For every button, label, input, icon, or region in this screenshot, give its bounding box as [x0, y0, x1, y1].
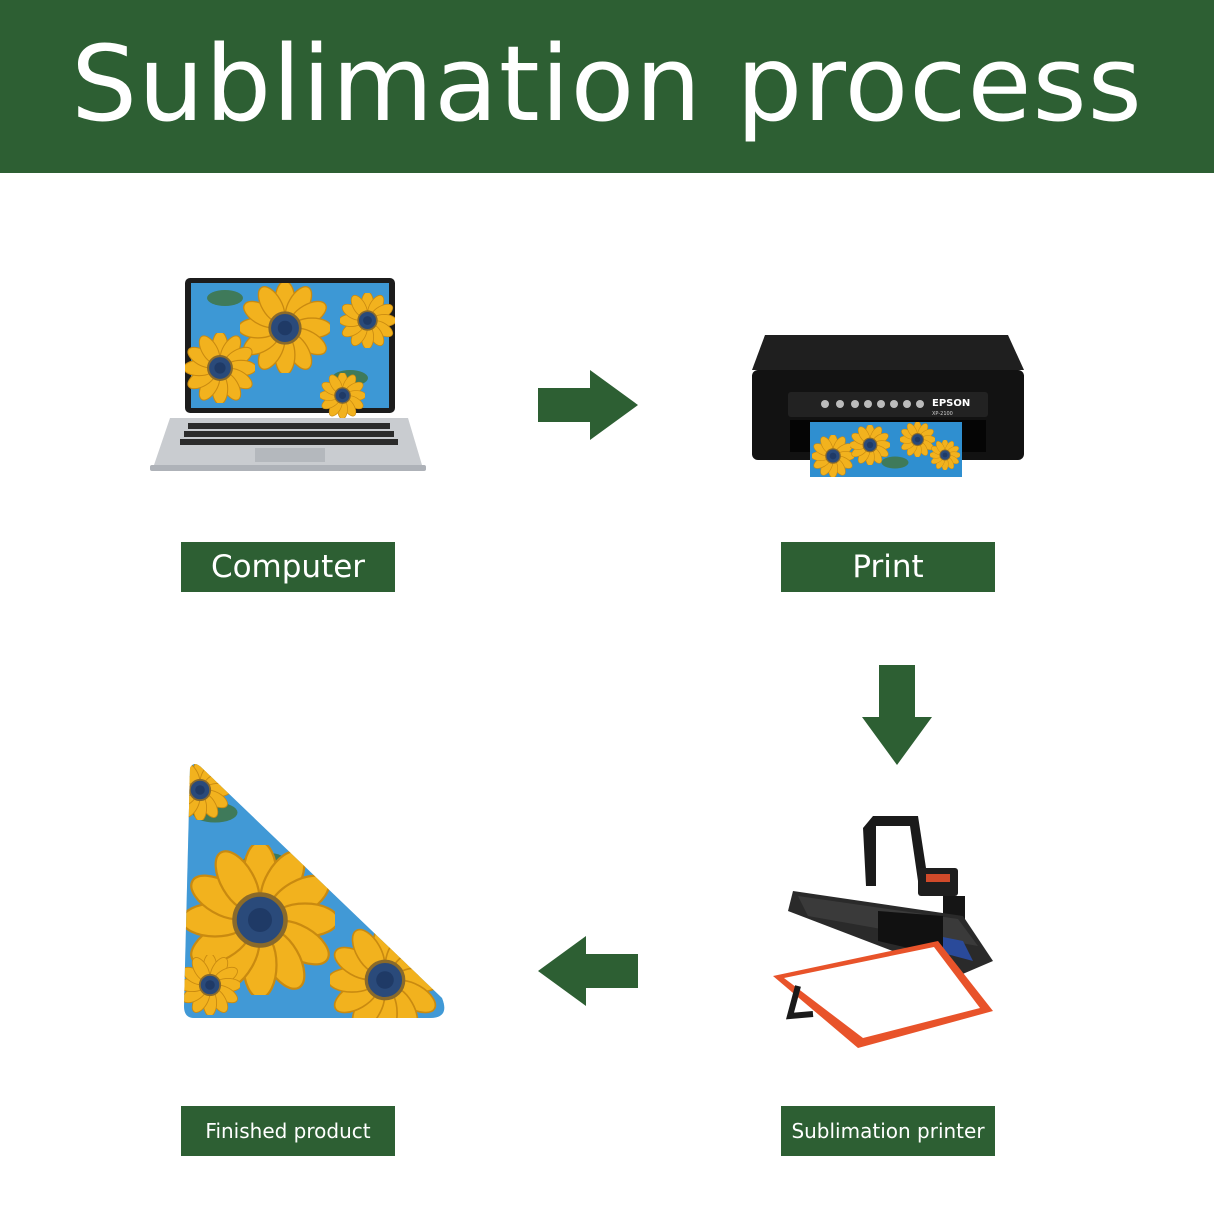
heat-press-illustration [773, 816, 993, 1048]
label-print: Print [781, 542, 995, 592]
laptop-illustration [150, 278, 426, 471]
arrow-down-icon [862, 665, 932, 765]
label-finished-product: Finished product [181, 1106, 395, 1156]
arrow-left-icon [538, 936, 638, 1006]
printer-illustration: EPSON XP-2100 [752, 335, 1024, 477]
label-sublimation-printer: Sublimation printer [781, 1106, 995, 1156]
page-title: Sublimation process [71, 22, 1143, 145]
finished-product-illustration [184, 764, 445, 1018]
arrow-right-icon [538, 370, 638, 440]
printer-brand: EPSON [932, 398, 970, 409]
printer-model: XP-2100 [932, 411, 953, 417]
title-banner: Sublimation process [0, 0, 1214, 173]
label-computer: Computer [181, 542, 395, 592]
